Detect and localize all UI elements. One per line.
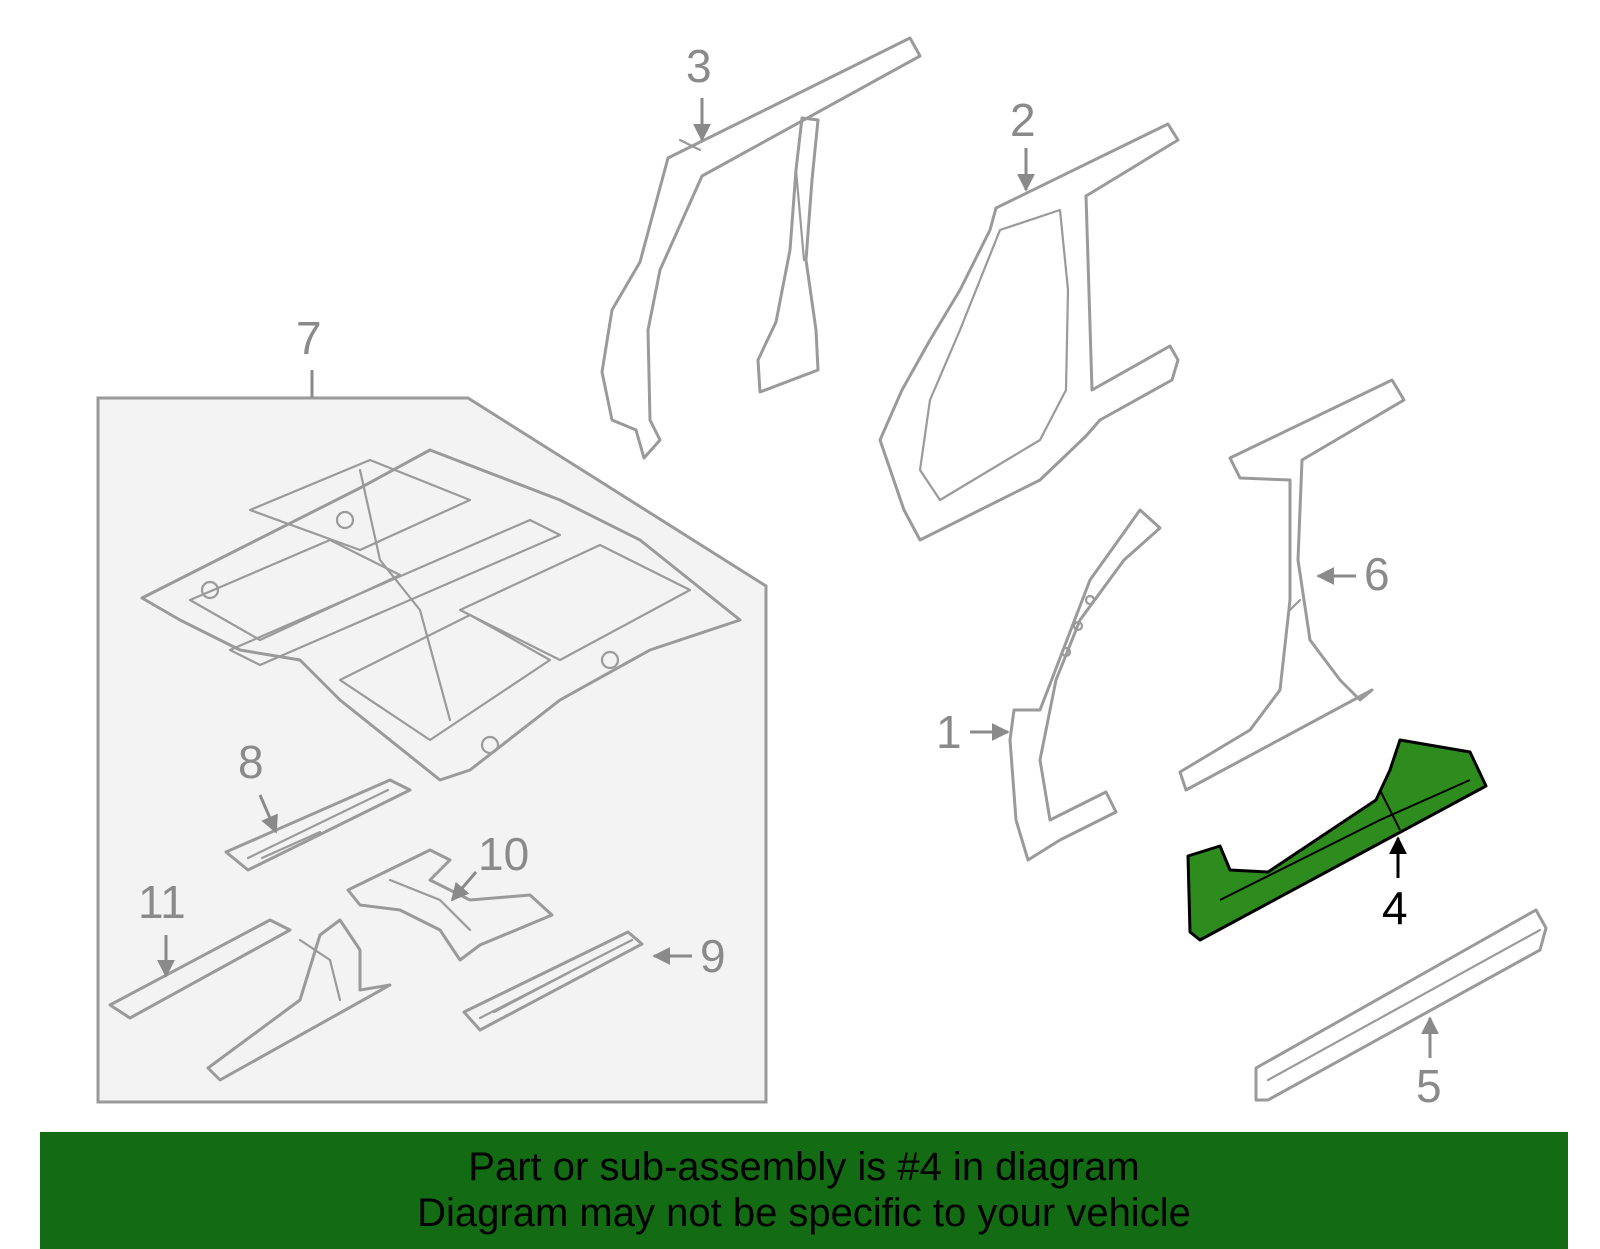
banner-line-1: Part or sub-assembly is #4 in diagram — [468, 1145, 1140, 1189]
part-1-pillar[interactable] — [1008, 508, 1162, 862]
callout-5: 5 — [1416, 1060, 1442, 1112]
part-2-body-side[interactable] — [878, 122, 1180, 542]
callout-11: 11 — [138, 876, 186, 928]
part-9-rail[interactable] — [462, 930, 644, 1032]
callout-9: 9 — [700, 930, 726, 982]
part-6-b-pillar[interactable] — [1178, 378, 1406, 792]
part-7-floor-pan[interactable] — [140, 448, 742, 782]
part-4-fill — [1186, 738, 1488, 942]
callout-2: 2 — [1010, 94, 1036, 146]
callout-6: 6 — [1364, 548, 1390, 600]
callout-1: 1 — [936, 706, 962, 758]
part-3-roof-rail[interactable] — [600, 36, 922, 460]
part-4-rocker-highlighted[interactable] — [1186, 738, 1488, 942]
callout-3: 3 — [686, 40, 712, 92]
callout-7: 7 — [296, 312, 322, 364]
leader-10 — [450, 871, 478, 902]
banner-line-2: Diagram may not be specific to your vehi… — [417, 1191, 1191, 1235]
part-8-rail[interactable] — [224, 778, 412, 872]
callout-8: 8 — [238, 736, 264, 788]
part-10-tunnel-bracket[interactable] — [346, 848, 554, 962]
part-5-sill[interactable] — [1254, 908, 1548, 1102]
info-banner: Part or sub-assembly is #4 in diagram Di… — [40, 1132, 1568, 1249]
floor-assembly-box — [96, 396, 768, 1104]
leader-8 — [258, 794, 278, 834]
callout-10: 10 — [478, 828, 529, 880]
callout-4: 4 — [1382, 882, 1408, 934]
part-11-rails[interactable] — [108, 918, 392, 1082]
